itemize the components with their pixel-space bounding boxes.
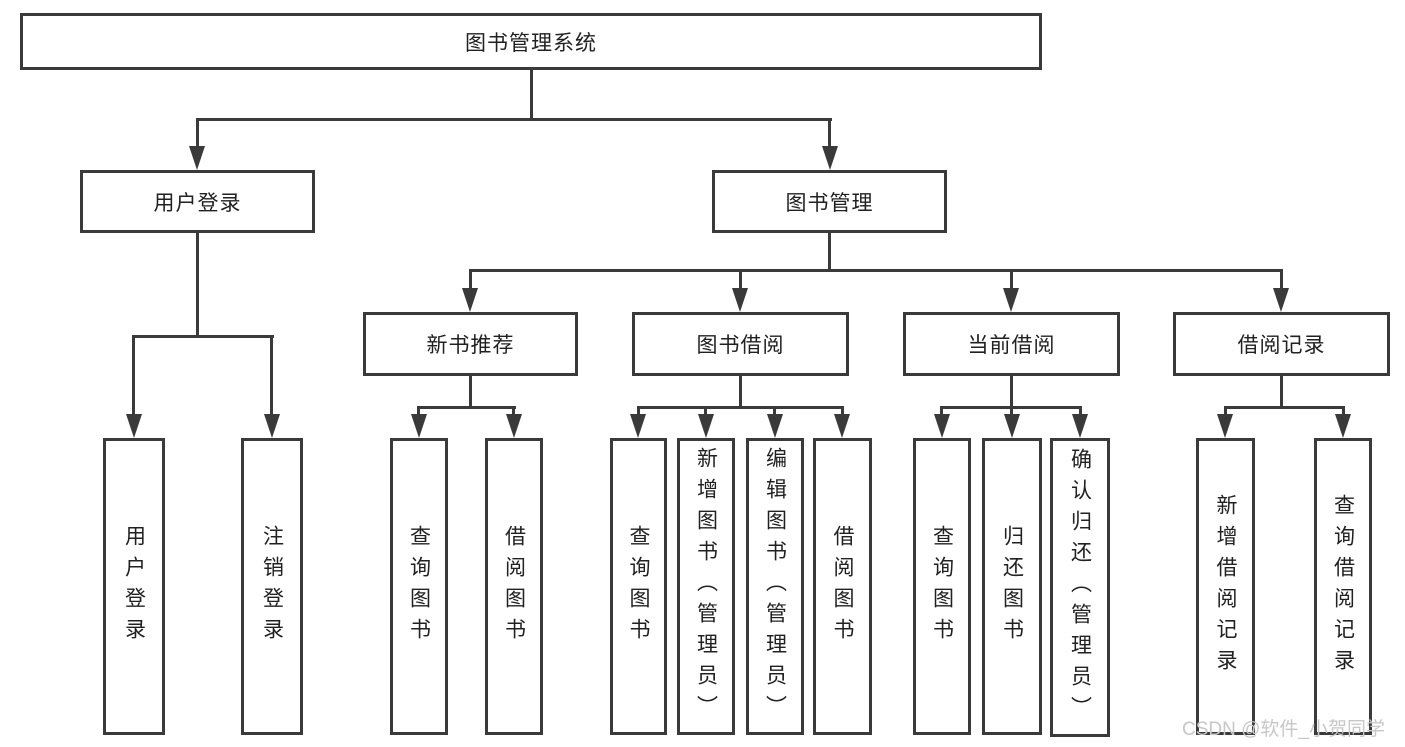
leaf-confirm-return-admin: 确认归还（管理员）	[1050, 438, 1110, 737]
arrow-down-icon	[732, 288, 748, 312]
connector-line	[132, 335, 274, 338]
connector-line	[739, 376, 742, 409]
leaf-add-borrow-record: 新增借阅记录	[1196, 438, 1255, 735]
connector-line	[841, 406, 844, 420]
arrow-down-icon	[1003, 288, 1019, 312]
leaf-confirm-return-admin-label: 确认归还（管理员）	[1068, 448, 1092, 727]
node-book-management-label: 图书管理	[785, 191, 874, 215]
arrow-down-icon	[264, 414, 280, 438]
node-book-management: 图书管理	[712, 170, 947, 233]
node-book-borrow-label: 图书借阅	[696, 334, 785, 357]
connector-line	[1342, 406, 1345, 420]
leaf-query-books-2-label: 查询图书	[627, 524, 650, 649]
arrow-down-icon	[506, 414, 522, 438]
node-new-book-recommend-label: 新书推荐	[426, 334, 515, 357]
connector-line	[1280, 376, 1283, 409]
arrow-down-icon	[834, 414, 850, 438]
connector-line	[704, 406, 707, 420]
connector-line	[828, 118, 831, 150]
connector-line	[1010, 269, 1013, 293]
connector-line	[1010, 376, 1013, 409]
arrow-down-icon	[462, 288, 478, 312]
node-user-login: 用户登录	[80, 170, 315, 233]
connector-line	[1280, 269, 1283, 293]
connector-line	[469, 269, 472, 293]
node-new-book-recommend: 新书推荐	[363, 312, 578, 376]
leaf-user-login: 用户登录	[103, 438, 165, 735]
arrow-down-icon	[1335, 414, 1351, 438]
connector-line	[417, 406, 420, 420]
connector-line	[940, 406, 943, 420]
connector-line	[637, 406, 844, 409]
connector-line	[637, 406, 640, 420]
arrow-down-icon	[189, 146, 205, 170]
leaf-query-books-2: 查询图书	[610, 438, 667, 735]
connector-line	[1224, 406, 1345, 409]
leaf-query-books-1-label: 查询图书	[407, 524, 431, 649]
leaf-add-books-admin-label: 新增图书（管理员）	[694, 447, 718, 726]
node-current-borrow: 当前借阅	[903, 312, 1120, 376]
leaf-borrow-books-1-label: 借阅图书	[502, 524, 526, 649]
leaf-query-books-3-label: 查询图书	[930, 524, 954, 649]
node-book-borrow: 图书借阅	[632, 312, 849, 376]
arrow-down-icon	[934, 414, 950, 438]
watermark-text: CSDN @软件_小贺同学	[1182, 719, 1385, 740]
arrow-down-icon	[822, 146, 838, 170]
arrow-down-icon	[1004, 414, 1020, 438]
node-user-login-label: 用户登录	[153, 191, 242, 215]
leaf-borrow-books-2-label: 借阅图书	[831, 524, 854, 649]
connector-line	[469, 269, 1283, 272]
arrow-down-icon	[1217, 414, 1233, 438]
leaf-logout: 注销登录	[241, 438, 303, 735]
arrow-down-icon	[767, 414, 783, 438]
connector-line	[417, 406, 516, 409]
connector-line	[196, 118, 832, 121]
leaf-query-borrow-record: 查询借阅记录	[1314, 438, 1372, 735]
connector-line	[1224, 406, 1227, 420]
node-borrow-records-label: 借阅记录	[1237, 334, 1326, 357]
leaf-query-books-1: 查询图书	[390, 438, 448, 735]
node-current-borrow-label: 当前借阅	[967, 334, 1056, 357]
arrow-down-icon	[411, 414, 427, 438]
connector-line	[469, 376, 472, 409]
node-root-label: 图书管理系统	[465, 31, 597, 55]
leaf-logout-label: 注销登录	[260, 524, 284, 649]
connector-line	[196, 118, 199, 150]
connector-line	[132, 335, 135, 417]
leaf-borrow-books-1: 借阅图书	[485, 438, 543, 735]
arrow-down-icon	[1273, 288, 1289, 312]
leaf-add-borrow-record-label: 新增借阅记录	[1214, 493, 1237, 680]
connector-line	[739, 269, 742, 293]
connector-line	[1079, 406, 1082, 420]
connector-line	[196, 233, 199, 337]
leaf-return-books: 归还图书	[982, 438, 1042, 735]
leaf-return-books-label: 归还图书	[1000, 524, 1024, 649]
leaf-edit-books-admin-label: 编辑图书（管理员）	[763, 447, 787, 726]
leaf-query-borrow-record-label: 查询借阅记录	[1331, 493, 1355, 680]
node-root: 图书管理系统	[20, 13, 1042, 70]
connector-line	[1010, 406, 1013, 420]
connector-line	[773, 406, 776, 420]
arrow-down-icon	[630, 414, 646, 438]
arrow-down-icon	[1072, 414, 1088, 438]
node-borrow-records: 借阅记录	[1173, 312, 1390, 376]
connector-line	[270, 335, 273, 417]
connector-line	[828, 233, 831, 272]
leaf-user-login-label: 用户登录	[122, 524, 146, 649]
leaf-add-books-admin: 新增图书（管理员）	[677, 438, 735, 735]
leaf-query-books-3: 查询图书	[913, 438, 971, 735]
connector-line	[530, 70, 533, 118]
leaf-edit-books-admin: 编辑图书（管理员）	[746, 438, 804, 735]
arrow-down-icon	[126, 414, 142, 438]
leaf-borrow-books-2: 借阅图书	[813, 438, 872, 735]
arrow-down-icon	[698, 414, 714, 438]
connector-line	[512, 406, 515, 420]
